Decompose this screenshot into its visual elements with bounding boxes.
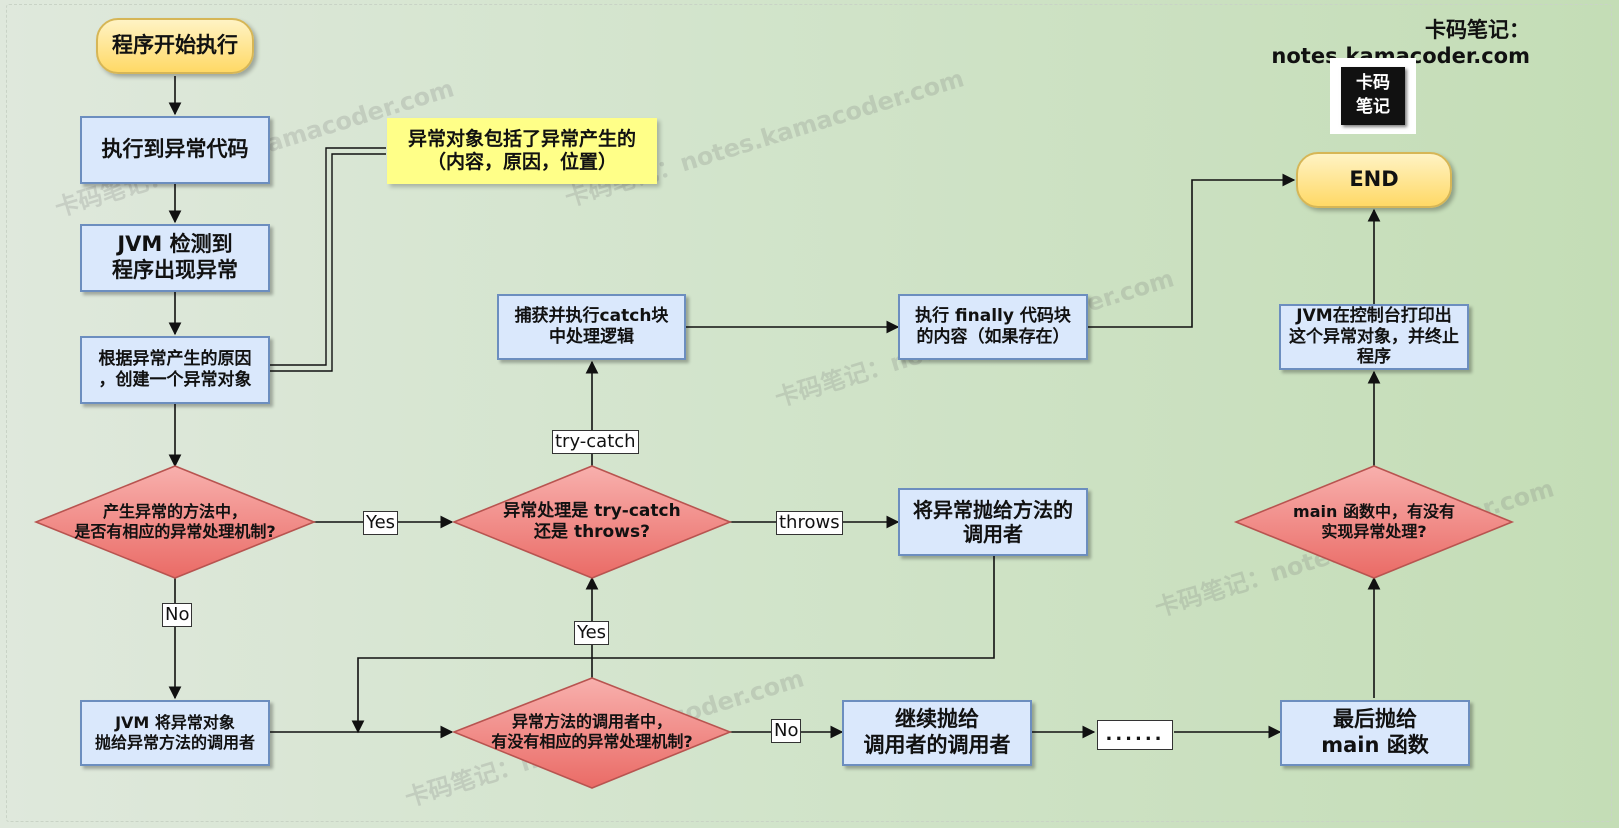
throw-to-caller-node: 将异常抛给方法的 调用者 xyxy=(898,488,1088,556)
end-node: END xyxy=(1296,152,1452,208)
decision-d3-shape xyxy=(451,677,733,789)
note-connector xyxy=(270,147,386,372)
catch-node: 捕获并执行catch块 中处理逻辑 xyxy=(497,294,686,360)
create-exception-node: 根据异常产生的原因 ，创建一个异常对象 xyxy=(80,336,270,404)
decision-d4-shape xyxy=(1233,465,1515,579)
logo-line2: 笔记 xyxy=(1356,97,1390,117)
logo-line1: 卡码 xyxy=(1356,73,1390,94)
decision-d4: main 函数中，有没有 实现异常处理? xyxy=(1293,502,1455,541)
label-d3-no: No xyxy=(771,719,802,743)
continue-throw-node: 继续抛给 调用者的调用者 xyxy=(842,700,1032,766)
decision-d2: 异常处理是 try-catch 还是 throws? xyxy=(503,500,681,542)
edge-finally-end xyxy=(1088,173,1296,328)
logo: 卡码 笔记 xyxy=(1330,58,1416,134)
label-d2-throws: throws xyxy=(776,511,843,535)
ellipsis-node: ...... xyxy=(1097,720,1173,750)
reach-exception-node: 执行到异常代码 xyxy=(80,116,270,184)
label-d1-no: No xyxy=(162,603,193,627)
decision-d1-shape xyxy=(33,465,317,579)
decision-d3: 异常方法的调用者中， 有没有相应的异常处理机制? xyxy=(491,712,693,751)
start-node: 程序开始执行 xyxy=(96,18,254,74)
finally-node: 执行 finally 代码块 的内容（如果存在） xyxy=(898,294,1088,360)
jvm-detect-node: JVM 检测到 程序出现异常 xyxy=(80,224,270,292)
label-d2-trycatch: try-catch xyxy=(552,430,639,454)
decision-d2-shape xyxy=(451,465,733,579)
jvm-print-node: JVM在控制台打印出 这个异常对象，并终止程序 xyxy=(1279,304,1469,370)
label-d1-yes: Yes xyxy=(363,511,399,535)
last-main-node: 最后抛给 main 函数 xyxy=(1280,700,1470,766)
exception-note: 异常对象包括了异常产生的 （内容，原因，位置） xyxy=(387,118,657,184)
decision-d1: 产生异常的方法中， 是否有相应的异常处理机制? xyxy=(74,502,276,541)
label-d3-yes: Yes xyxy=(574,621,610,645)
jvm-throw-node: JVM 将异常对象 抛给异常方法的调用者 xyxy=(80,700,270,766)
edge-throwcaller-loop xyxy=(351,556,995,734)
